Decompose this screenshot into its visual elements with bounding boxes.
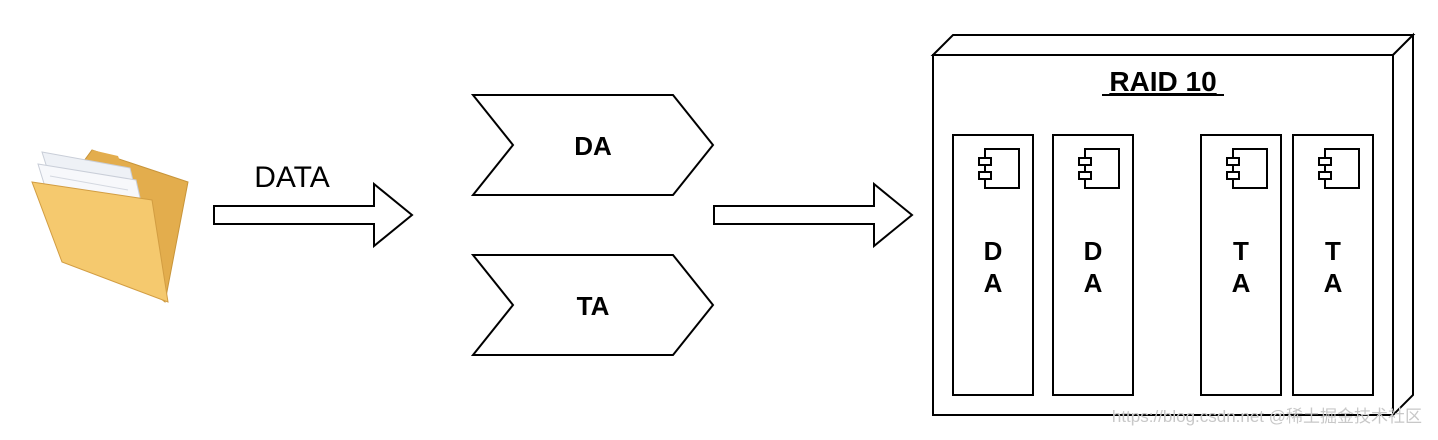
watermark: https://blog.csdn.net @稀土掘金技术社区 [1112,407,1422,426]
folder-icon [31,149,189,303]
chunk-da: DA [470,94,715,196]
disk-1: D A [952,134,1034,396]
disk-4: T A [1292,134,1374,396]
component-icon [1318,148,1360,189]
chunk-da-label: DA [574,131,612,161]
disk-3: T A [1200,134,1282,396]
component-icon [978,148,1020,189]
component-icon [1226,148,1268,189]
disk-2: D A [1052,134,1134,396]
component-icon [1078,148,1120,189]
disk-3-line1: T [1233,236,1249,266]
data-label: DATA [254,161,330,194]
chunk-ta: TA [470,254,715,356]
disk-1-line2: A [984,268,1003,298]
disk-2-line2: A [1084,268,1103,298]
disk-4-line2: A [1324,268,1343,298]
disk-3-line2: A [1232,268,1251,298]
raid-title: RAID 10 [1109,66,1216,97]
chunk-ta-label: TA [577,291,610,321]
arrow-right-icon [213,181,414,249]
arrow-right-icon [713,181,914,249]
disk-2-line1: D [1084,236,1103,266]
disk-1-line1: D [984,236,1003,266]
disk-4-line1: T [1325,236,1341,266]
